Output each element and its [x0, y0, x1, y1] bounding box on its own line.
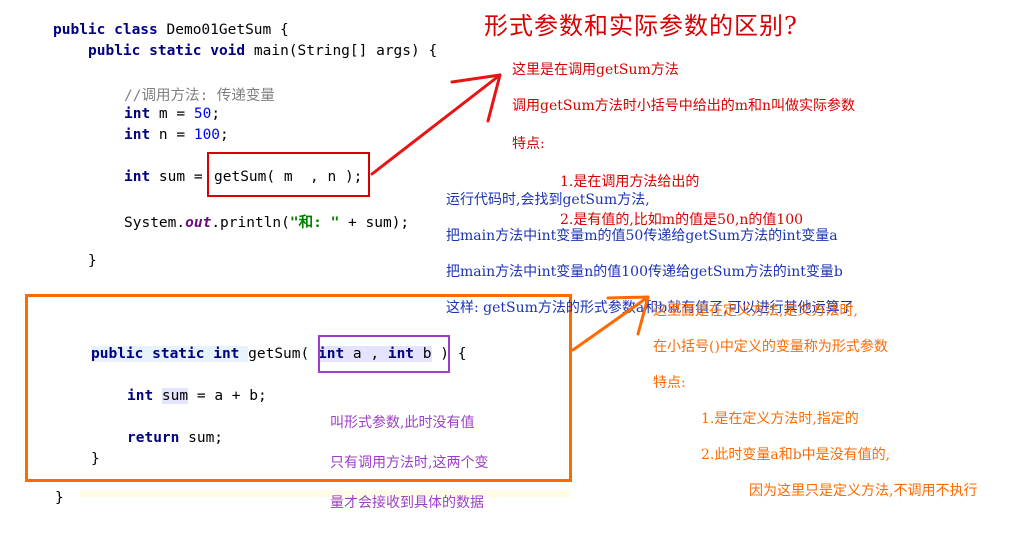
call-highlight-box [207, 152, 370, 197]
code-text: n = [158, 127, 194, 143]
code-var-sum: sum [161, 388, 189, 404]
code-line-n: int n = 100; [124, 127, 229, 143]
code-keyword: public static int [91, 346, 249, 362]
code-text: sum = [158, 169, 212, 185]
orange-arrow-icon [571, 295, 650, 352]
code-keyword: return [127, 430, 189, 446]
arrows-overlay [370, 73, 650, 352]
note-runtime-explanation: 运行代码时,会找到getSum方法, 把main方法中int变量m的值50传递给… [446, 173, 854, 335]
code-main-method: main(String[] args) { [253, 43, 438, 59]
code-keyword: public class [53, 22, 167, 38]
code-keyword: int [124, 106, 159, 122]
code-keyword: int [124, 127, 159, 143]
note-actual-params: 这里是在调用getSum方法 调用getSum方法时小括号中给出的m和n叫做实际… [512, 43, 855, 247]
note-line: 在小括号()中定义的变量称为形式参数 [653, 339, 888, 355]
note-line: 1.是在定义方法时,指定的 [701, 411, 859, 427]
note-line: 把main方法中int变量m的值50传递给getSum方法的int变量a [446, 228, 838, 244]
note-line: 这里面是在定义方法,定义方法时, [653, 303, 858, 319]
code-text: m = [158, 106, 194, 122]
code-line-sum: int sum = [124, 169, 211, 185]
code-class-line: public class Demo01GetSum { [53, 22, 289, 38]
code-method-body: int sum = a + b; [127, 388, 267, 404]
code-keyword: int [127, 388, 162, 404]
code-text: sum; [188, 430, 224, 446]
method-definition-box [25, 294, 572, 482]
code-param-a: a , [344, 346, 388, 362]
note-line: 叫形式参数,此时没有值 [330, 415, 475, 431]
note-line: 这里是在调用getSum方法 [512, 62, 679, 78]
code-keyword: int [387, 346, 415, 362]
note-line: 2.此时变量a和b中是没有值的, [701, 447, 891, 463]
red-arrow-icon [370, 73, 502, 176]
page-title: 形式参数和实际参数的区别? [484, 12, 798, 40]
code-text: System. [124, 215, 186, 231]
code-method-signature: public static int getSum( int a , int b … [91, 346, 466, 362]
note-line: 调用getSum方法时小括号中给出的m和n叫做实际参数 [512, 98, 856, 114]
code-number: 50 [193, 106, 212, 122]
code-line-m: int m = 50; [124, 106, 221, 122]
note-line: 把main方法中int变量n的值100传递给getSum方法的int变量b [446, 264, 843, 280]
note-line: 量才会接收到具体的数据 [330, 495, 484, 511]
code-text: .println( [211, 215, 290, 231]
code-string: "和: " [289, 215, 340, 231]
note-line: 特点: [653, 375, 686, 391]
code-text: + sum); [339, 215, 410, 231]
code-param-b: b [414, 346, 432, 362]
code-text: = a + b; [188, 388, 267, 404]
note-line: 运行代码时,会找到getSum方法, [446, 192, 650, 208]
code-return: return sum; [127, 430, 223, 446]
code-println: System.out.println("和: " + sum); [124, 211, 409, 232]
code-class-close: } [55, 490, 64, 506]
code-class-name: Demo01GetSum { [166, 22, 289, 38]
code-keyword: int [124, 169, 159, 185]
code-call-getsum: getSum( m , n ); [214, 169, 363, 185]
note-formal-params: 这里面是在定义方法,定义方法时, 在小括号()中定义的变量称为形式参数 特点: … [653, 284, 977, 518]
note-line: 只有调用方法时,这两个变 [330, 455, 489, 471]
note-line: 特点: [512, 136, 545, 152]
code-text: ) { [431, 346, 467, 362]
code-field: out [185, 215, 212, 231]
code-comment: //调用方法: 传递变量 [124, 88, 275, 104]
note-line: 1.是在调用方法给出的 [560, 174, 700, 190]
code-keyword: public static void [88, 43, 254, 59]
note-line: 2.是有值的,比如m的值是50,n的值100 [560, 212, 804, 228]
code-method-name: getSum( [248, 346, 310, 362]
code-main-close: } [88, 253, 97, 269]
params-highlight-box [318, 335, 450, 373]
note-line: 因为这里只是定义方法,不调用不执行 [749, 483, 978, 499]
code-gutter-strip [80, 490, 570, 497]
note-line: 这样: getSum方法的形式参数a和b就有值了,可以进行其他运算了 [446, 300, 854, 316]
code-main-signature: public static void main(String[] args) { [88, 43, 437, 59]
note-param-explanation: 叫形式参数,此时没有值 只有调用方法时,这两个变 量才会接收到具体的数据 [330, 393, 488, 533]
code-method-close: } [91, 451, 100, 467]
code-keyword: int [317, 346, 345, 362]
code-number: 100 [193, 127, 221, 143]
